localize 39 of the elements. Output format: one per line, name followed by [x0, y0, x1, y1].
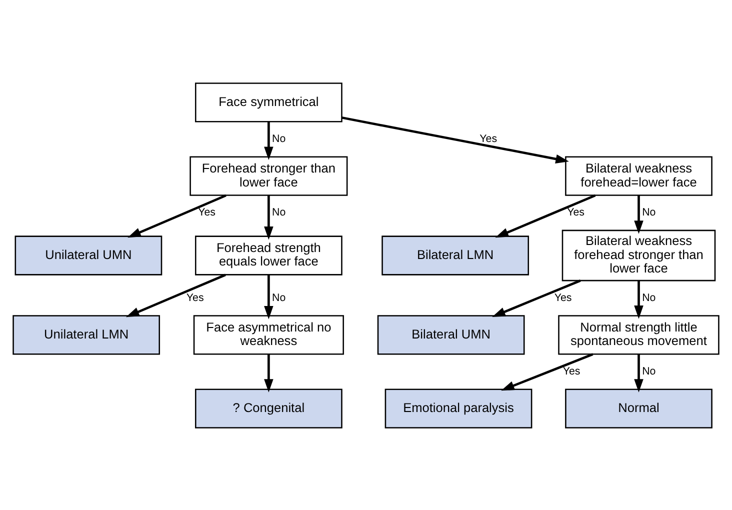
node-box: Unilateral LMN [12, 314, 160, 354]
node-box: Bilateral LMN [382, 235, 529, 275]
node-box: Bilateral UMN [377, 314, 525, 354]
arrow [128, 194, 226, 238]
node-box: Face symmetrical [195, 82, 342, 122]
arrow [492, 279, 581, 316]
edge-label: No [642, 206, 656, 218]
arrow [634, 194, 644, 234]
arrow [495, 194, 596, 238]
node-box: Normal [565, 388, 712, 428]
node-box: Emotional paralysis [384, 388, 532, 428]
node-box: Forehead strength equals lower face [195, 235, 342, 275]
node-box: Normal strength little spontaneous movement [558, 314, 720, 354]
arrow [634, 354, 644, 392]
arrow [264, 121, 274, 160]
edge-label: No [642, 364, 656, 377]
node-box: Bilateral weakness forehead stronger than lower face [562, 229, 716, 281]
edge-label: Yes [198, 206, 216, 218]
node-box: Bilateral weakness forehead=lower face [565, 156, 712, 196]
arrow [126, 273, 226, 317]
node-box: Unilateral UMN [14, 235, 162, 275]
edge-label: Yes [567, 206, 585, 218]
arrow [264, 274, 274, 319]
edge-label: No [642, 291, 656, 304]
edge-label: No [272, 132, 286, 144]
arrow [264, 194, 274, 240]
arrow [342, 116, 569, 164]
edge-label: No [272, 291, 286, 304]
arrow [634, 280, 644, 318]
node-box: Face asymmetrical no weakness [193, 314, 344, 354]
edge-label: Yes [562, 364, 580, 377]
edge-label: Yes [554, 291, 572, 304]
node-box: ? Congenital [195, 388, 342, 428]
arrow [264, 354, 274, 392]
edge-label: No [272, 206, 286, 218]
edge-label: Yes [480, 132, 498, 144]
node-box: Forehead stronger than lower face [190, 156, 348, 196]
arrow [501, 352, 594, 390]
edge-label: Yes [186, 291, 204, 304]
